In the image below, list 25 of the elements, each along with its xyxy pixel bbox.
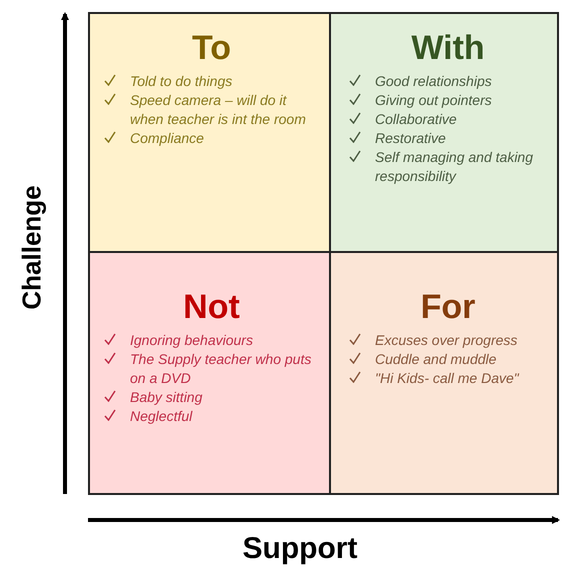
quadrant-heading: To bbox=[190, 28, 232, 68]
quadrant-panel bbox=[329, 12, 559, 253]
quadrant-heading: Not bbox=[182, 287, 241, 327]
list-item-text: Excuses over progress bbox=[375, 332, 518, 348]
axis-label: Challenge bbox=[16, 184, 48, 312]
quadrant-panel bbox=[88, 12, 331, 253]
list-item-text: The Supply teacher who puts on a DVD bbox=[130, 351, 312, 386]
list-item-text: Cuddle and muddle bbox=[375, 351, 496, 367]
list-item-text: Self managing and taking responsibility bbox=[375, 149, 533, 184]
quadrant-heading: With bbox=[410, 28, 486, 68]
list-item-text: Told to do things bbox=[130, 73, 232, 89]
list-item-text: Ignoring behaviours bbox=[130, 332, 253, 348]
list-item-text: Good relationships bbox=[375, 73, 492, 89]
list-item-text: Speed camera – will do it when teacher is int the room bbox=[130, 92, 306, 127]
list-item-text: Collaborative bbox=[375, 111, 457, 127]
list-item-text: "Hi Kids- call me Dave" bbox=[375, 370, 519, 386]
quadrant-panel bbox=[329, 251, 559, 495]
list-item-text: Neglectful bbox=[130, 408, 192, 424]
list-item-text: Baby sitting bbox=[130, 389, 202, 405]
quadrant-panel bbox=[88, 251, 331, 495]
list-item-text: Compliance bbox=[130, 130, 204, 146]
list-item-text: Restorative bbox=[375, 130, 446, 146]
quadrant-heading: For bbox=[420, 287, 476, 327]
list-item-text: Giving out pointers bbox=[375, 92, 492, 108]
axis-label: Support bbox=[242, 532, 358, 566]
